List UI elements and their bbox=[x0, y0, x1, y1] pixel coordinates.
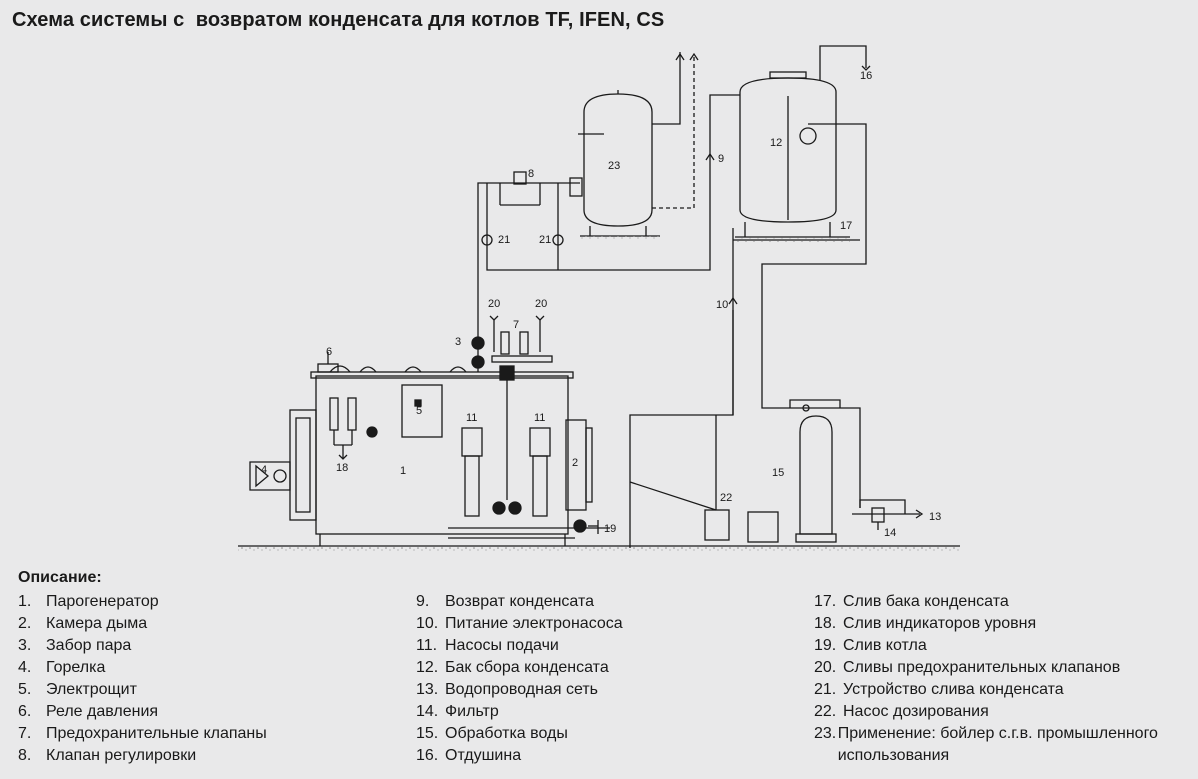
legend-column-1: 1.Парогенератор 2.Камера дыма 3.Забор па… bbox=[18, 591, 267, 767]
filter bbox=[871, 507, 885, 523]
callout-16: 16 bbox=[860, 70, 872, 82]
legend-item: 10.Питание электронасоса bbox=[416, 615, 623, 632]
callout-21b: 21 bbox=[539, 234, 551, 246]
ground-gravel bbox=[238, 546, 960, 552]
water-treatment-column bbox=[799, 415, 833, 535]
callout-10: 10 bbox=[716, 299, 728, 311]
legend-item: 7.Предохранительные клапаны bbox=[18, 725, 267, 742]
feed-pump-1 bbox=[461, 427, 483, 457]
callout-20b: 20 bbox=[535, 298, 547, 310]
callout-18: 18 bbox=[336, 462, 348, 474]
legend-column-2: 9.Возврат конденсата 10.Питание электрон… bbox=[416, 591, 623, 767]
callout-6: 6 bbox=[326, 346, 332, 358]
system-diagram: 1 2 3 4 5 6 7 8 9 10 11 11 12 13 14 15 1… bbox=[238, 45, 960, 552]
legend-item: 1.Парогенератор bbox=[18, 593, 159, 610]
callout-17: 17 bbox=[840, 220, 852, 232]
callout-19: 19 bbox=[604, 523, 616, 535]
legend-item: 17.Слив бака конденсата bbox=[814, 593, 1009, 610]
legend-item: 11.Насосы подачи bbox=[416, 637, 559, 654]
callout-13: 13 bbox=[929, 511, 941, 523]
callout-4: 4 bbox=[261, 464, 267, 476]
feed-pump-2 bbox=[529, 427, 551, 457]
callout-20a: 20 bbox=[488, 298, 500, 310]
legend-item: 9.Возврат конденсата bbox=[416, 593, 595, 610]
legend-item: 19.Слив котла bbox=[814, 637, 927, 654]
callout-2: 2 bbox=[572, 457, 578, 469]
callout-8: 8 bbox=[528, 168, 534, 180]
legend-item: 15.Обработка воды bbox=[416, 725, 568, 742]
legend-item: 5.Электрощит bbox=[18, 681, 137, 698]
legend-item: 2.Камера дыма bbox=[18, 615, 148, 632]
legend-item: 20.Сливы предохранительных клапанов bbox=[814, 659, 1121, 676]
legend-item: 6.Реле давления bbox=[18, 703, 159, 720]
callout-7: 7 bbox=[513, 319, 519, 331]
legend-item: 22.Насос дозирования bbox=[814, 703, 989, 720]
callout-9: 9 bbox=[718, 153, 724, 165]
callout-21a: 21 bbox=[498, 234, 510, 246]
dosing-pump bbox=[704, 509, 730, 541]
legend-item: 21.Устройство слива конденсата bbox=[814, 681, 1064, 698]
callout-5: 5 bbox=[416, 405, 422, 417]
legend-item: 12.Бак сбора конденсата bbox=[416, 659, 609, 676]
legend-item: 18.Слив индикаторов уровня bbox=[814, 615, 1037, 632]
callout-15: 15 bbox=[772, 467, 784, 479]
legend-item: 3.Забор пара bbox=[18, 637, 132, 654]
callout-23: 23 bbox=[608, 160, 620, 172]
callout-11b: 11 bbox=[534, 412, 545, 424]
electric-panel bbox=[401, 384, 443, 438]
hot-water-boiler bbox=[583, 93, 653, 227]
legend-title: Описание: bbox=[18, 569, 102, 586]
callout-14: 14 bbox=[884, 527, 896, 539]
legend-column-3: 17.Слив бака конденсата 18.Слив индикато… bbox=[814, 591, 1194, 767]
condensate-tank bbox=[739, 77, 837, 223]
burner bbox=[289, 409, 317, 521]
legend-item: 23.Применение: бойлер с.г.в. промышленно… bbox=[814, 725, 1158, 764]
legend-item: 4.Горелка bbox=[18, 659, 106, 676]
callout-1: 1 bbox=[400, 465, 406, 477]
callout-12: 12 bbox=[770, 137, 782, 149]
page-title: Схема системы с возвратом конденсата для… bbox=[12, 9, 665, 31]
legend-item: 8.Клапан регулировки bbox=[18, 747, 197, 764]
legend-item: 14.Фильтр bbox=[416, 703, 499, 720]
callout-3: 3 bbox=[455, 336, 461, 348]
legend-item: 16.Отдушина bbox=[416, 747, 522, 764]
callout-22: 22 bbox=[720, 492, 732, 504]
callout-11a: 11 bbox=[466, 412, 477, 424]
legend-item: 13.Водопроводная сеть bbox=[416, 681, 598, 698]
